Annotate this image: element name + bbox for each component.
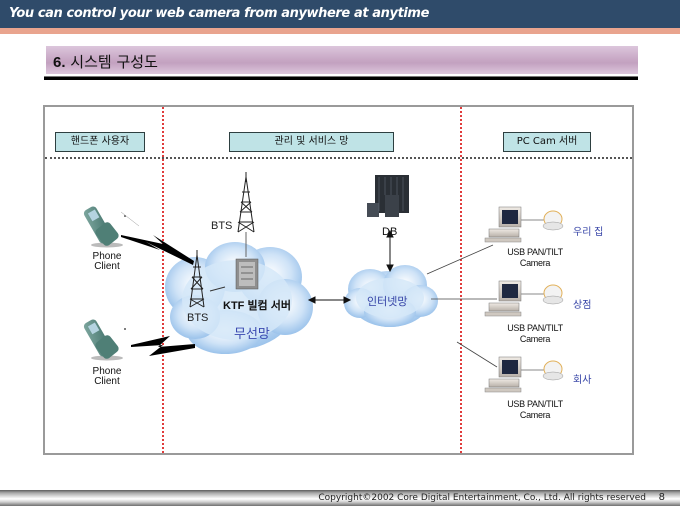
phone-client-label-line1: Phone: [92, 366, 122, 377]
pc-camera-icon: [484, 206, 564, 243]
wireless-signal-bolt-1: [121, 235, 194, 265]
wireless-signal-bolt-2: [131, 336, 195, 356]
db-internet-arrow: [386, 229, 394, 273]
camera-model-line2: Camera: [519, 258, 551, 268]
section-title-bar: 6. 시스템 구성도: [46, 46, 638, 74]
wireless-network-label: 무선망: [234, 326, 270, 341]
bts-inner-label: BTS: [187, 312, 209, 324]
camera-location-label: 상점: [573, 300, 592, 311]
phone-client-label: Phone Client: [83, 367, 131, 387]
billing-server-icon: [235, 258, 259, 290]
billing-server-label: KTF 빌컴 서버: [223, 300, 291, 312]
internet-to-pc-links: [426, 244, 498, 368]
section-number: 6.: [53, 54, 66, 71]
camera-model-label: USB PAN/TILT Camera: [497, 399, 573, 421]
footer-bar: [0, 490, 680, 506]
bts-tower-icon: [189, 250, 226, 308]
copyright-text: Copyright©2002 Core Digital Entertainmen…: [318, 493, 646, 503]
diagram-artwork: [83, 172, 564, 393]
internet-network-label: 인터넷망: [367, 296, 408, 308]
wireless-network-cloud: [165, 242, 313, 354]
phone-client-label-line2: Client: [94, 376, 120, 387]
phone-client-label-line2: Client: [94, 261, 120, 272]
camera-location-label: 우리 집: [573, 227, 604, 238]
pc-camera-icon: [484, 280, 564, 317]
phone-client-label-line1: Phone: [92, 251, 122, 262]
phone-client-label: Phone Client: [83, 252, 131, 272]
header-separator: [45, 157, 632, 159]
section-title-text: 시스템 구성도: [70, 53, 158, 71]
column-divider-1: [162, 107, 164, 453]
system-diagram: 핸드폰 사용자 관리 및 서비스 망 PC Cam 서버: [43, 105, 634, 455]
db-label: DB: [382, 226, 398, 238]
camera-model-label: USB PAN/TILT Camera: [497, 323, 573, 345]
bts-top-label: BTS: [211, 220, 233, 232]
page-number: 8: [658, 492, 665, 503]
header-tagline: You can control your web camera from any…: [9, 6, 430, 21]
mobile-phone-icon: [83, 319, 126, 361]
camera-model-line2: Camera: [519, 410, 551, 420]
mobile-phone-icon: [83, 206, 140, 248]
header-accent-stripe: [0, 28, 680, 34]
column-label-management-network: 관리 및 서비스 망: [229, 132, 394, 152]
column-divider-2: [460, 107, 462, 453]
database-server-icon: [367, 175, 409, 217]
camera-location-label: 회사: [573, 375, 592, 386]
camera-model-line1: USB PAN/TILT: [507, 323, 563, 333]
column-label-pc-cam-server: PC Cam 서버: [503, 132, 591, 152]
column-label-phone-users: 핸드폰 사용자: [55, 132, 145, 152]
camera-model-line1: USB PAN/TILT: [507, 399, 563, 409]
bts-tower-icon: [237, 172, 255, 257]
wireless-internet-arrow: [307, 296, 352, 304]
camera-model-line1: USB PAN/TILT: [507, 247, 563, 257]
header-bar: You can control your web camera from any…: [0, 0, 680, 28]
pc-camera-icon: [484, 356, 564, 393]
camera-model-line2: Camera: [519, 334, 551, 344]
camera-model-label: USB PAN/TILT Camera: [497, 247, 573, 269]
internet-cloud: [344, 265, 438, 327]
section-underline: [44, 76, 638, 80]
section-title: 6. 시스템 구성도: [53, 51, 158, 72]
